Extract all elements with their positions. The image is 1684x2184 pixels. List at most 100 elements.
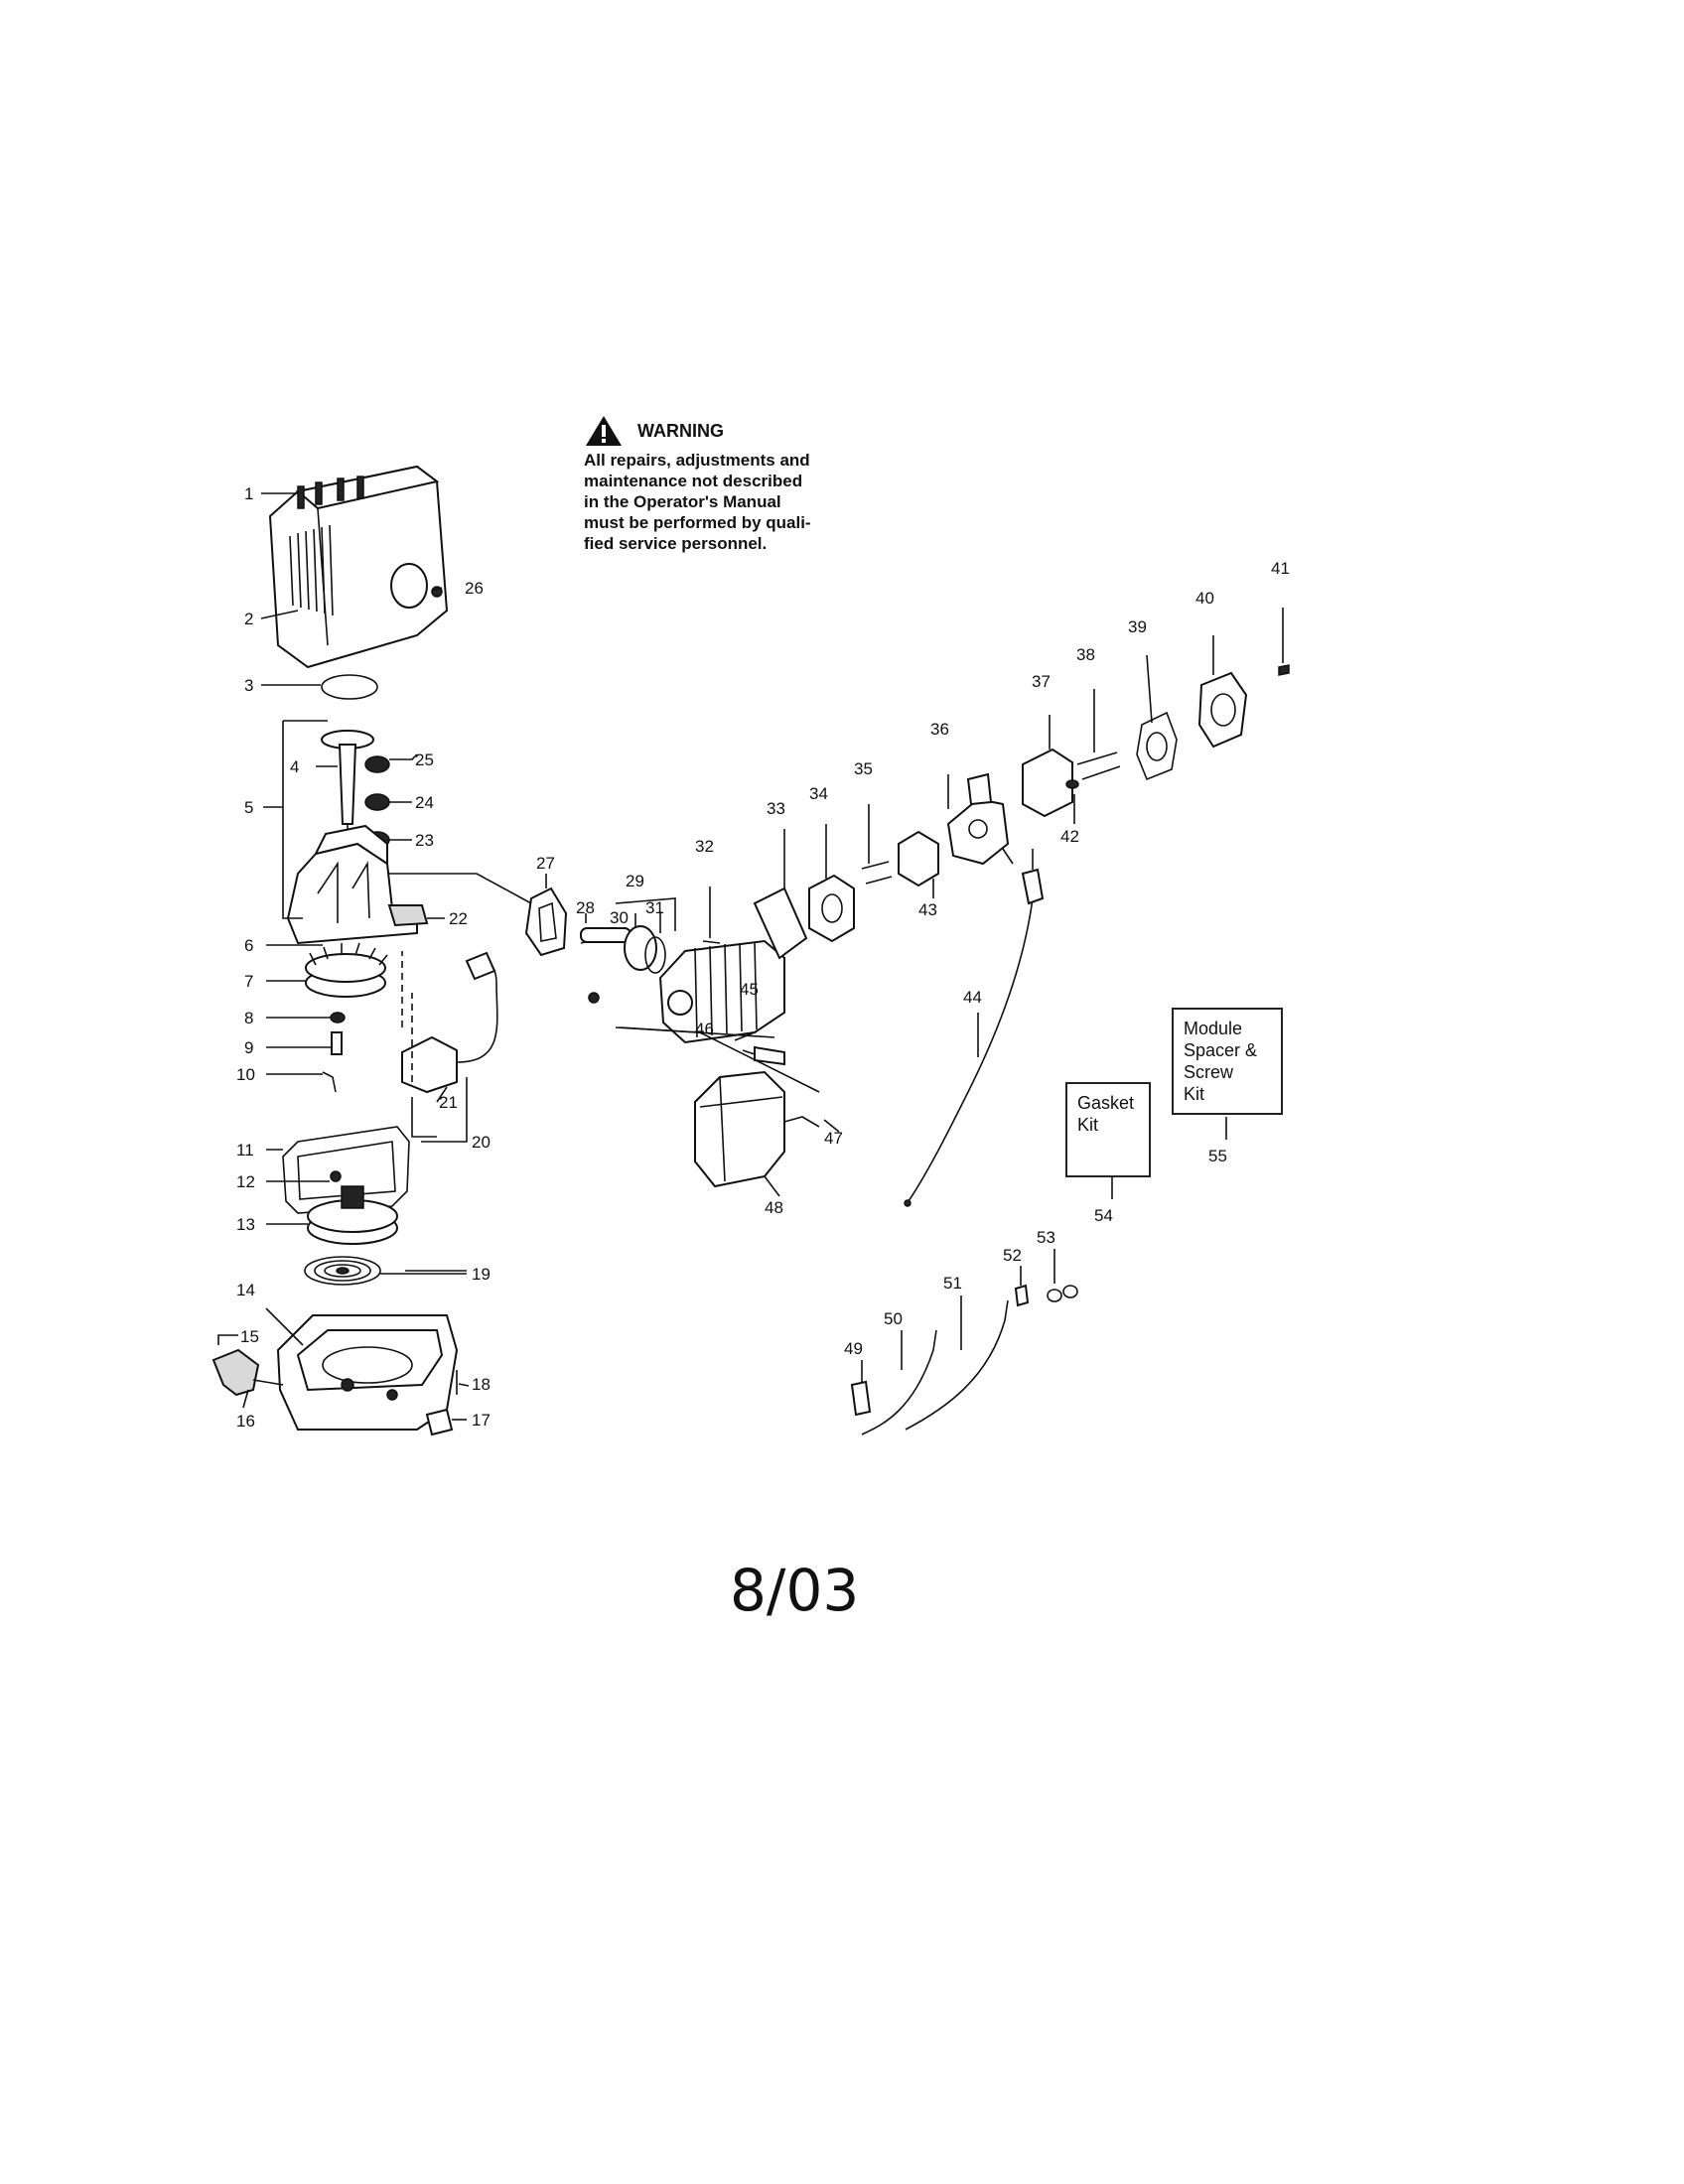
callout-3: 3	[244, 676, 253, 695]
callout-22: 22	[449, 909, 468, 928]
warning-line-4: must be performed by quali-	[584, 513, 811, 532]
callout-2: 2	[244, 610, 253, 628]
throttle-cable-drawing	[904, 849, 1045, 1207]
intake-gasket-drawing	[524, 887, 568, 957]
air-filter-drawing	[1136, 711, 1178, 781]
callout-27: 27	[536, 854, 555, 873]
warning-line-1: All repairs, adjustments and	[584, 451, 810, 470]
revision-date: 8/03	[730, 1557, 860, 1624]
callout-12: 12	[236, 1172, 255, 1191]
callout-18: 18	[472, 1375, 491, 1394]
callout-24: 24	[415, 793, 434, 812]
callout-30: 30	[610, 908, 629, 927]
callout-38: 38	[1076, 645, 1095, 664]
air-filter-base-drawing	[1022, 748, 1073, 818]
callout-48: 48	[765, 1198, 783, 1217]
module-kit-line-3: Screw	[1184, 1062, 1234, 1082]
callout-50: 50	[884, 1309, 903, 1328]
muffler-drawing	[694, 1070, 785, 1188]
warning-line-3: in the Operator's Manual	[584, 492, 781, 511]
callout-41: 41	[1271, 559, 1290, 578]
warning-line-5: fied service personnel.	[584, 534, 768, 553]
fuel-filter-drawing	[850, 1380, 872, 1417]
warning-line-2: maintenance not described	[584, 472, 803, 490]
carb-gasket-drawing	[898, 830, 939, 887]
callout-52: 52	[1003, 1246, 1022, 1265]
warning-triangle-icon	[586, 416, 622, 446]
callout-11: 11	[236, 1141, 254, 1160]
module-kit-line-1: Module	[1184, 1019, 1243, 1038]
gasket-drawing	[282, 1126, 410, 1214]
callout-7: 7	[244, 972, 253, 991]
callout-5: 5	[244, 798, 253, 817]
air-filter-cover-drawing	[1197, 671, 1248, 749]
callout-20: 20	[472, 1133, 491, 1152]
filter-screws-drawing	[1076, 751, 1121, 780]
pin-drawing	[331, 1031, 343, 1055]
warning-title: WARNING	[637, 420, 724, 441]
o-ring-drawing	[321, 674, 378, 700]
callout-32: 32	[695, 837, 714, 856]
callout-54: 54	[1094, 1206, 1113, 1225]
callout-53: 53	[1037, 1228, 1055, 1247]
callout-46: 46	[695, 1020, 714, 1038]
engine-cover-drawing	[268, 465, 449, 669]
callout-40: 40	[1195, 589, 1214, 608]
clamps-drawing	[1047, 1285, 1078, 1302]
fitting-drawing	[1014, 1284, 1030, 1307]
carburetor-drawing	[946, 772, 1014, 866]
heat-shield-drawing	[753, 887, 808, 960]
piston-drawing	[624, 925, 657, 971]
grommet-drawing	[425, 1408, 454, 1436]
spark-plug-drawing	[742, 1045, 785, 1066]
callout-1: 1	[244, 484, 253, 503]
callout-55: 55	[1208, 1147, 1227, 1165]
callout-37: 37	[1032, 672, 1051, 691]
callout-19: 19	[472, 1265, 491, 1284]
callout-21: 21	[439, 1093, 458, 1112]
warning-notice: WARNING All repairs, adjustments and mai…	[584, 414, 882, 554]
return-line-drawing	[905, 1299, 1009, 1431]
callout-23: 23	[415, 831, 434, 850]
starter-handle-drawing	[211, 1348, 284, 1397]
callout-9: 9	[244, 1038, 253, 1057]
flywheel-drawing	[305, 942, 388, 998]
callout-31: 31	[645, 898, 664, 917]
carb-spacer-drawing	[808, 874, 855, 943]
callout-28: 28	[576, 898, 595, 917]
callout-17: 17	[472, 1411, 491, 1430]
callout-33: 33	[767, 799, 785, 818]
gasket-kit-line-1: Gasket	[1077, 1093, 1135, 1113]
carb-screws-drawing	[861, 861, 893, 885]
callout-36: 36	[930, 720, 949, 739]
callout-34: 34	[809, 784, 828, 803]
module-kit-line-4: Kit	[1184, 1084, 1205, 1104]
cylinder-drawing	[658, 939, 785, 1044]
callout-15: 15	[240, 1327, 259, 1346]
cover-screw-drawing	[1278, 664, 1290, 676]
fuel-line-drawing	[861, 1329, 937, 1435]
piston-ring-drawing	[644, 936, 666, 974]
module-kit-line-2: Spacer &	[1184, 1040, 1258, 1060]
callout-10: 10	[236, 1065, 255, 1084]
callout-45: 45	[740, 980, 759, 999]
callout-39: 39	[1128, 617, 1147, 636]
crankcase-drawing	[286, 824, 429, 945]
callout-8: 8	[244, 1009, 253, 1027]
washer-drawing	[330, 1012, 346, 1024]
callout-4: 4	[290, 757, 299, 776]
muffler-bolts-drawing	[783, 1116, 820, 1128]
pulley-drawing	[307, 1185, 398, 1245]
callout-49: 49	[844, 1339, 863, 1358]
callout-6: 6	[244, 936, 253, 955]
callout-47: 47	[824, 1129, 843, 1148]
recoil-housing-drawing	[276, 1314, 459, 1431]
callout-44: 44	[963, 988, 982, 1007]
module-spacer-screw-kit-box: Module Spacer & Screw Kit	[1172, 1008, 1283, 1115]
callout-35: 35	[854, 759, 873, 778]
callout-51: 51	[943, 1274, 962, 1293]
callout-16: 16	[236, 1412, 255, 1431]
callout-14: 14	[236, 1281, 255, 1299]
screw-drawing	[322, 1071, 337, 1093]
